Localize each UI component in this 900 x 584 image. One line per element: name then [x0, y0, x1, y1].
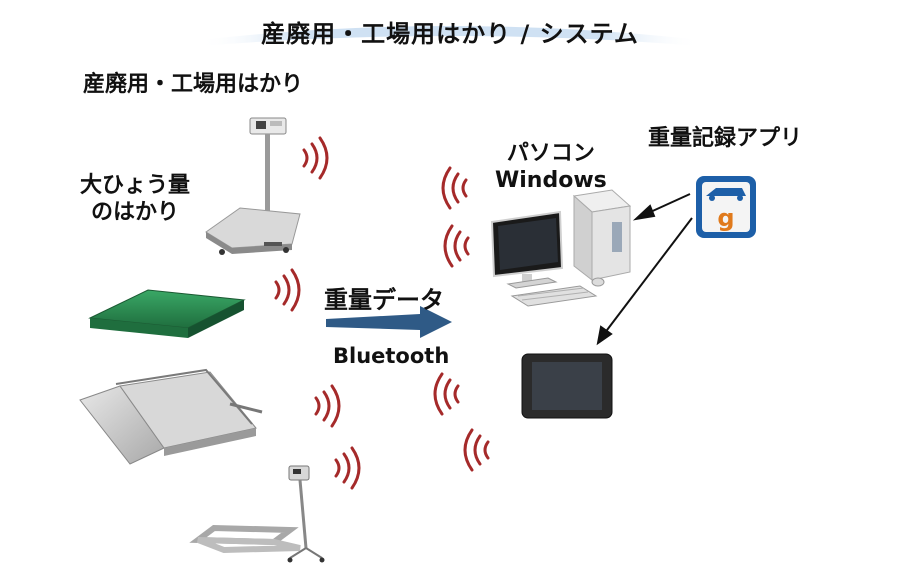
wireless-wave-icon	[433, 372, 460, 416]
platform-scale-icon	[205, 117, 301, 255]
wireless-wave-icon	[274, 268, 301, 312]
page-title: 産廃用・工場用はかり / システム	[261, 20, 639, 48]
ramp-floor-scale-icon	[79, 368, 263, 465]
title-band	[200, 26, 700, 46]
wireless-wave-icon	[302, 136, 329, 180]
arrow-icon	[632, 193, 691, 221]
wireless-wave-icon	[314, 384, 341, 428]
green-floor-scale-icon	[88, 289, 246, 338]
data-label: 重量データ	[324, 286, 444, 314]
app-icon-letter: g	[717, 204, 734, 232]
pc-label-line-1: パソコン	[506, 141, 595, 166]
arrow-icon	[596, 217, 693, 346]
wireless-wave-icon	[441, 166, 468, 210]
heavy-scale-label: 大ひょう量 のはかり	[80, 172, 190, 226]
arrow-icon	[326, 306, 452, 338]
bluetooth-label: Bluetooth	[333, 344, 450, 368]
app-label: 重量記録アプリ	[648, 126, 803, 151]
wireless-wave-icon	[334, 446, 361, 490]
heavy-scale-label-line-2: のはかり	[91, 200, 180, 225]
app-icon: g	[696, 176, 756, 238]
desktop-pc-icon	[490, 189, 632, 307]
pallet-scale-icon	[189, 465, 325, 563]
wireless-wave-icon	[463, 428, 490, 472]
pc-label-line-2: Windows	[495, 168, 607, 193]
wireless-wave-icon	[443, 224, 470, 268]
section-subtitle: 産廃用・工場用はかり	[83, 72, 304, 97]
tablet-icon	[521, 353, 613, 419]
pc-label: パソコン Windows	[495, 140, 607, 194]
heavy-scale-label-line-1: 大ひょう量	[80, 173, 191, 198]
